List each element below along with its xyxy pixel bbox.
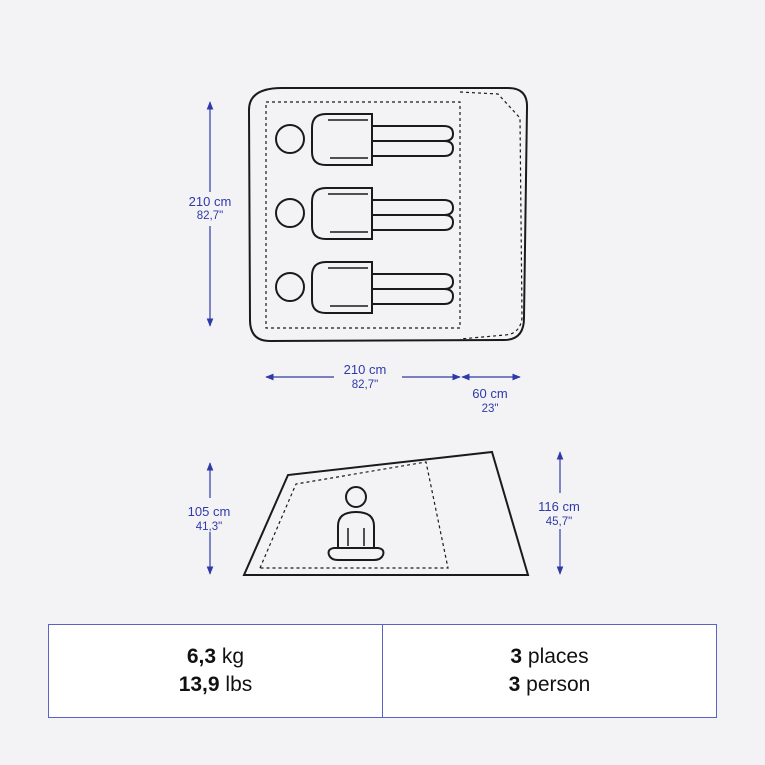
tent-side-view [242, 450, 530, 576]
weight-metric: 6,3 kg [187, 643, 244, 671]
height-overlay-main: 210 cm [188, 194, 232, 209]
tent-top-view [247, 87, 529, 343]
width-label-sub: 82,7" [352, 379, 378, 391]
capacity-fr-value: 3 [510, 645, 523, 668]
left-height-label-main: 105 cm [188, 504, 231, 519]
sleeper-figure [275, 113, 455, 166]
tent-floor-outline [247, 87, 529, 343]
vestibule-label-sub: 23" [482, 403, 499, 415]
capacity-en-value: 3 [508, 673, 521, 696]
tent-side-outline [242, 450, 530, 576]
weight-imperial-unit: lbs [225, 673, 253, 696]
capacity-fr-unit: places [527, 645, 589, 668]
capacity-cell: 3 places 3 person [382, 625, 716, 717]
capacity-en: 3 person [509, 671, 591, 699]
label-backdrop [180, 192, 240, 226]
weight-imperial: 13,9 lbs [179, 671, 253, 699]
inner-tent-side-dashed [259, 461, 449, 569]
inner-tent-dashed [265, 101, 461, 329]
height-label-overlay: 210 cm 82,7" [180, 195, 240, 223]
dimension-arrows-side [206, 451, 564, 575]
right-height-label-main: 116 cm [538, 499, 580, 514]
vestibule-label-main: 60 cm [472, 386, 507, 401]
sleeper-figure [275, 261, 455, 314]
left-height-label-sub: 41,3" [196, 521, 222, 533]
weight-metric-unit: kg [221, 645, 245, 668]
weight-cell: 6,3 kg 13,9 lbs [49, 625, 382, 717]
seated-person-icon [327, 486, 385, 561]
specs-table: 6,3 kg 13,9 lbs 3 places 3 person [48, 624, 717, 718]
width-label-main: 210 cm [344, 362, 387, 377]
tent-dimension-diagram: 210 cm 82,7" 210 cm 82,7" 60 cm 23" 105 … [187, 87, 580, 576]
weight-metric-value: 6,3 [186, 645, 217, 668]
weight-imperial-value: 13,9 [178, 673, 220, 696]
right-height-label-sub: 45,7" [546, 516, 572, 528]
capacity-en-unit: person [526, 673, 591, 696]
capacity-fr: 3 places [510, 643, 588, 671]
sleeper-figure [275, 187, 455, 240]
height-overlay-sub: 82,7" [196, 210, 224, 222]
vestibule-dashed [459, 91, 523, 340]
